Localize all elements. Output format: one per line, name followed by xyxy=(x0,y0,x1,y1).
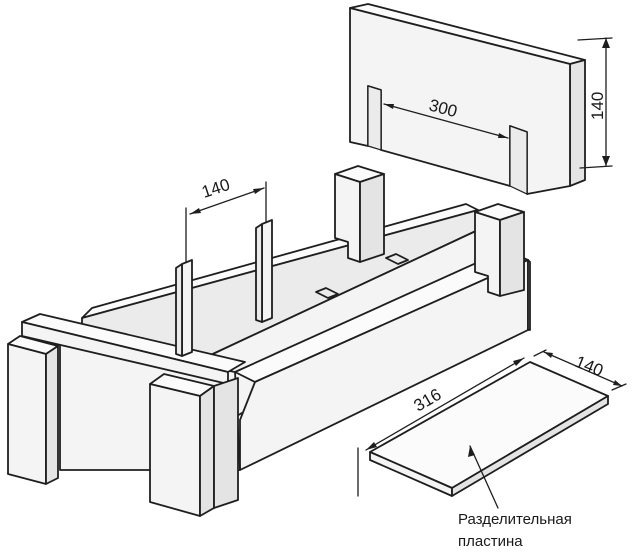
dimension-partition-spacing: 140 xyxy=(185,175,267,263)
end-panel xyxy=(349,3,586,195)
divider-plate-caption-line2: пластина xyxy=(458,533,523,550)
caption-leader-arrow xyxy=(468,446,475,457)
dimension-partition-spacing-label: 140 xyxy=(199,175,232,202)
dimension-plate-length-label: 316 xyxy=(411,385,445,416)
dimension-end-height: 140 xyxy=(577,37,613,169)
caption-leader-line xyxy=(469,445,499,509)
dimension-end-height-label: 140 xyxy=(588,92,607,120)
inner-partitions xyxy=(175,165,525,357)
divider-plate-caption-line1: Разделительная xyxy=(458,511,572,528)
divider-plate xyxy=(369,361,609,497)
